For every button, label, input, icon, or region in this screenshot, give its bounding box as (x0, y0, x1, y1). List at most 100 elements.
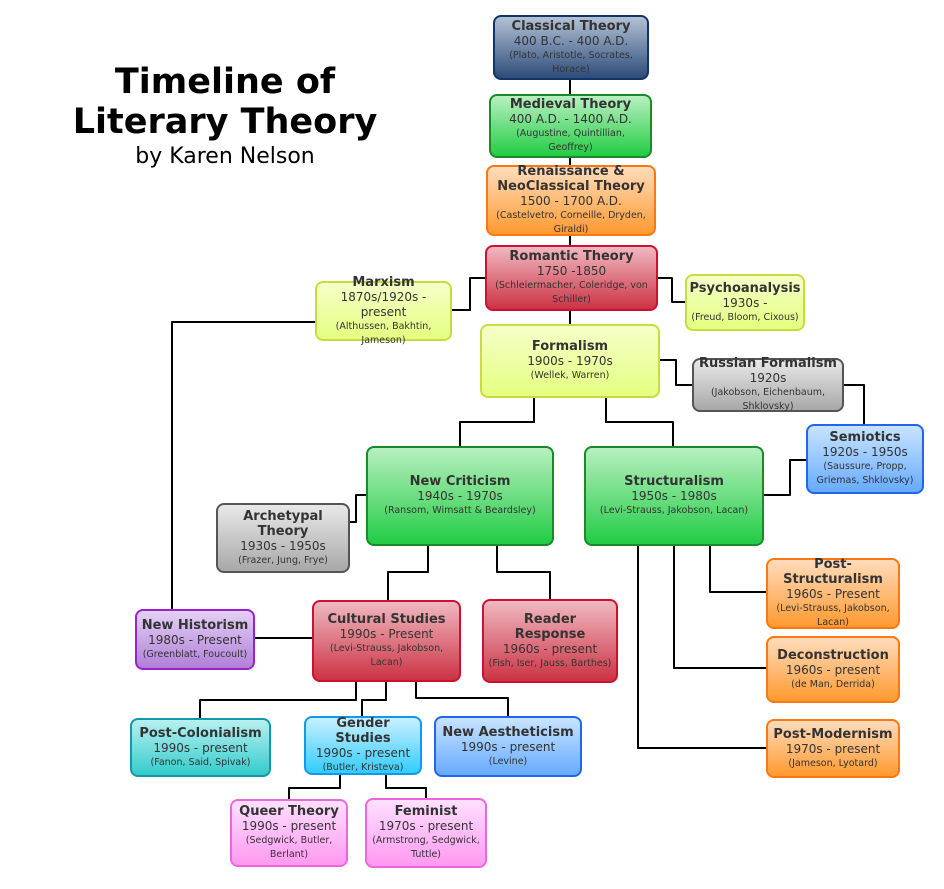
node-theorists: (Levi-Strauss, Jakobson, Lacan) (329, 643, 444, 668)
node-dates: 1970s - present (785, 741, 881, 756)
title-line-1: Timeline of (114, 62, 336, 102)
connector-line (171, 321, 315, 609)
node-dates: 1900s - 1970s (527, 354, 613, 368)
node-theorists: (Sedgwick, Butler, Berlant) (245, 835, 333, 860)
node-theorists: (Jameson, Lyotard) (788, 757, 878, 769)
node-theorists: (Levi-Strauss, Jakobson, Lacan) (776, 603, 890, 628)
node-theorists: (Augustine, Quintillian, Geoffrey) (516, 128, 625, 153)
connector-line (415, 682, 509, 716)
node-theorists: (Fanon, Said, Spivak) (150, 756, 251, 768)
node-name: Archetypal Theory (243, 508, 323, 539)
connector-line (709, 546, 766, 593)
node-name: Psychoanalysis (689, 280, 801, 296)
connector-line (673, 546, 766, 669)
node-dates: 1990s - present (460, 739, 556, 754)
node-name: Formalism (531, 339, 609, 354)
connector-line (361, 682, 387, 716)
node-dates: 1950s - 1980s (631, 489, 717, 503)
node-name: New Historism (141, 617, 249, 633)
node-dates: 1990s - present (153, 740, 248, 755)
node-name: Romantic Theory (509, 249, 634, 264)
connector-line (844, 384, 865, 424)
connector-line (496, 546, 551, 599)
connector-line (350, 494, 366, 523)
node-theorists: (Jakobson, Eichenbaum, Shklovsky) (710, 387, 826, 412)
node-dates: 1970s - present (378, 819, 474, 833)
node-dates: 1940s - 1970s (417, 489, 503, 503)
node-name: New Aestheticism (442, 724, 574, 740)
node-theorists: (Freud, Bloom, Cixous) (691, 311, 799, 323)
node-name: New Criticism (409, 474, 511, 489)
node-theorists: (Wellek, Warren) (530, 370, 610, 381)
node-dates: 1870s/1920s - present (340, 289, 427, 319)
node-name: Structuralism (624, 474, 724, 489)
node-theorists: (Schleiermacher, Coleridge, von Schiller… (495, 280, 648, 305)
connector-line (288, 775, 341, 799)
diagram-title: Timeline of Literary Theory by Karen Nel… (60, 62, 390, 172)
node-dates: 1930s - (722, 295, 768, 310)
node-dates: 1960s - present (785, 662, 881, 677)
node-dates: 1990s - present (315, 746, 411, 760)
node-theorists: (Althussen, Bakhtin, Jameson) (335, 320, 432, 346)
node-dates: 400 B.C. - 400 A.D. (513, 33, 629, 48)
node-theorists: (de Man, Derrida) (791, 678, 875, 690)
connector-line (452, 277, 485, 311)
connector-line (658, 277, 685, 303)
node-name: Queer Theory (239, 804, 339, 819)
author: by Karen Nelson (135, 144, 315, 169)
node-name: Post-Structuralism (783, 557, 883, 587)
node-theorists: (Castelvetro, Corneille, Dryden, Giraldi… (496, 210, 646, 235)
node-name: Deconstruction (777, 647, 889, 663)
node-theorists: (Ransom, Wimsatt & Beardsley) (384, 505, 536, 516)
node-name: Marxism (352, 274, 415, 290)
node-name: Renaissance & NeoClassical Theory (497, 164, 645, 194)
node-dates: 1920s (749, 371, 787, 385)
node-dates: 1990s - Present (339, 627, 434, 641)
node-dates: 1960s - present (502, 641, 598, 656)
connector-line (660, 359, 692, 386)
node-name: Gender Studies (335, 716, 391, 746)
node-name: Semiotics (829, 430, 901, 445)
node-theorists: (Levine) (488, 755, 528, 767)
node-name: Feminist (394, 804, 458, 819)
node-name: Russian Formalism (699, 356, 837, 371)
node-dates: 1750 -1850 (536, 264, 607, 278)
node-theorists: (Frazer, Jung, Frye) (238, 554, 328, 566)
node-dates: 1930s - 1950s (240, 538, 326, 553)
node-name: Reader Response (514, 611, 586, 642)
node-theorists: (Levi-Strauss, Jakobson, Lacan) (599, 505, 749, 516)
title-line-2: Literary Theory (72, 102, 378, 142)
node-dates: 1980s - Present (148, 632, 242, 647)
node-theorists: (Plato, Aristotle, Socrates, Horace) (509, 49, 633, 75)
connector-line (387, 546, 429, 600)
node-dates: 1990s - present (241, 819, 337, 833)
connector-line (385, 775, 427, 798)
node-theorists: (Armstrong, Sedgwick, Tuttle) (372, 835, 480, 860)
connector-line (459, 398, 535, 446)
node-dates: 400 A.D. - 1400 A.D. (509, 112, 632, 126)
node-name: Classical Theory (511, 18, 631, 34)
